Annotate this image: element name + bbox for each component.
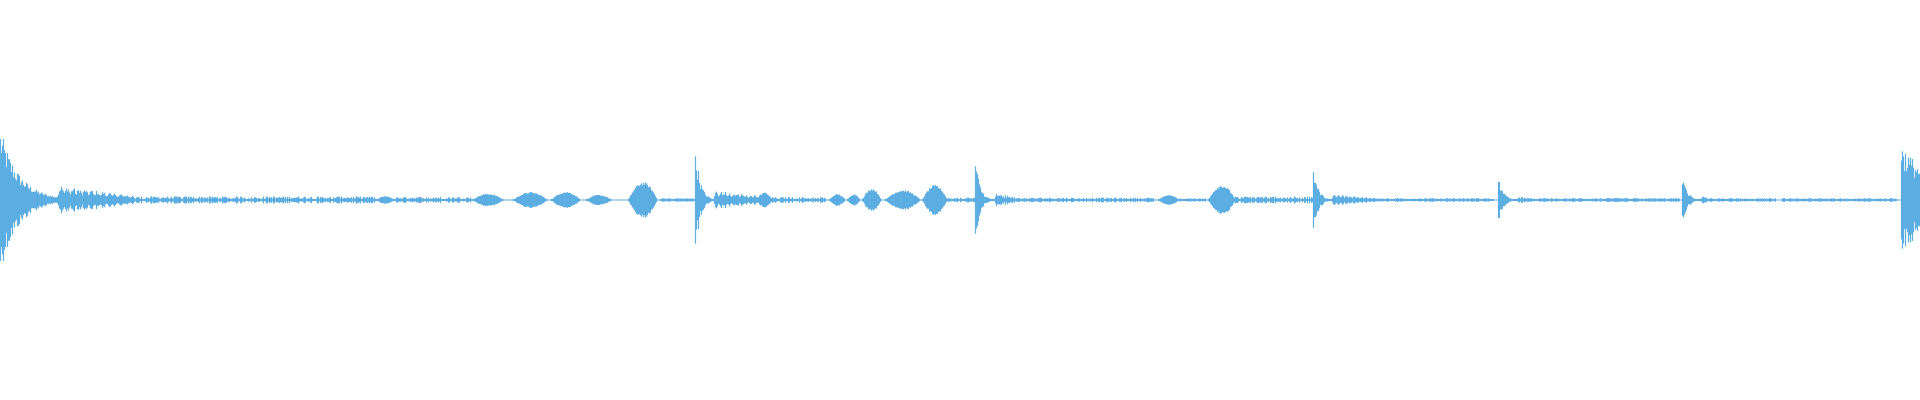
waveform-samples [0,138,1920,262]
